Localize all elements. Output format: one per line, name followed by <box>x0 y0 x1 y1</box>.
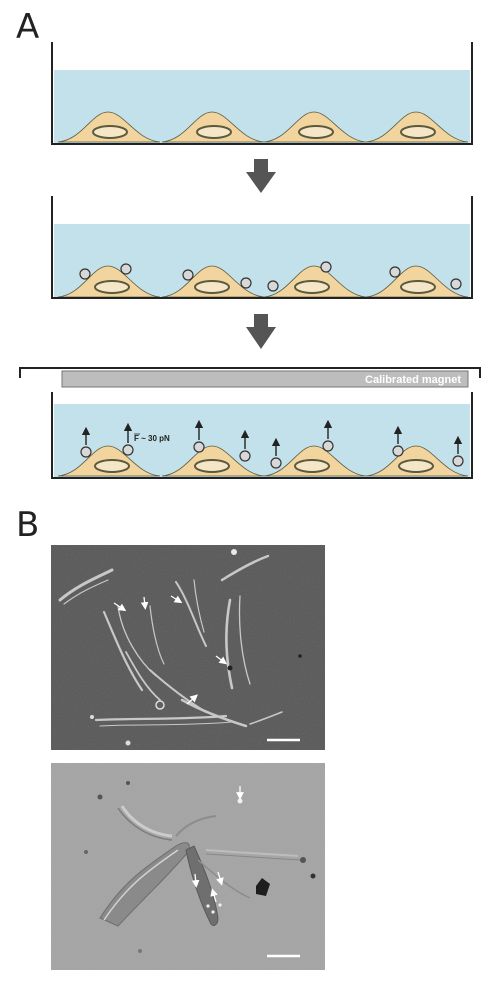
magnetic-bead <box>122 444 134 456</box>
panel-letter-a: A <box>16 7 40 47</box>
force-label: F ~ 30 pN <box>134 434 170 443</box>
beads-row-2 <box>79 261 462 292</box>
magnetic-bead <box>270 457 282 469</box>
debris <box>90 549 302 746</box>
nucleus <box>196 125 232 139</box>
white-arrow-icon <box>113 602 127 612</box>
magnetic-bead <box>452 455 464 467</box>
magnetic-bead <box>389 266 401 278</box>
down-arrow-icon <box>246 159 276 193</box>
nucleus <box>94 280 130 294</box>
bead-arrows <box>191 786 244 903</box>
magnetic-bead <box>322 440 334 452</box>
nucleus <box>92 125 128 139</box>
well-3: Calibrated magnet <box>19 367 481 479</box>
white-arrow-icon <box>170 595 183 604</box>
white-arrow-icon <box>210 888 218 903</box>
micrograph-top <box>51 545 325 750</box>
force-arrows <box>81 419 463 456</box>
magnetic-bead <box>182 269 194 281</box>
nucleus <box>294 459 330 473</box>
cells-row-3 <box>57 445 469 477</box>
nucleus <box>194 280 230 294</box>
cells-row-1 <box>57 111 469 143</box>
nucleus <box>400 280 436 294</box>
magnetic-bead <box>320 261 332 273</box>
micrograph-grain <box>51 763 325 970</box>
well-wall <box>51 392 473 479</box>
white-arrow-icon <box>186 694 198 705</box>
cell-outlines <box>58 554 283 728</box>
magnet-frame <box>19 367 481 378</box>
magnetic-bead <box>193 441 205 453</box>
magnetic-bead <box>120 263 132 275</box>
nucleus <box>294 280 330 294</box>
magnetic-bead <box>392 445 404 457</box>
well-wall <box>51 196 473 299</box>
white-arrow-icon <box>140 596 149 610</box>
magnetic-bead <box>267 280 279 292</box>
panel-letter-b: B <box>16 505 40 545</box>
cells-row-2 <box>57 265 469 298</box>
well-1 <box>51 42 473 145</box>
nucleus <box>400 125 436 139</box>
well-2 <box>51 196 473 299</box>
nucleus <box>298 125 334 139</box>
white-arrow-icon <box>216 871 224 886</box>
magnetic-bead <box>80 446 92 458</box>
nucleus <box>194 459 230 473</box>
white-arrow-icon <box>191 873 200 888</box>
magnetic-bead <box>79 268 91 280</box>
magnet-label: Calibrated magnet <box>365 374 461 386</box>
well-wall <box>51 42 473 145</box>
beads-row-3 <box>80 440 464 469</box>
magnetic-bead <box>240 277 252 289</box>
down-arrow-icon <box>246 314 276 349</box>
micrograph-bottom <box>51 763 325 970</box>
bead-arrows <box>113 595 228 705</box>
calibrated-magnet <box>61 370 469 388</box>
nucleus <box>398 459 434 473</box>
cell-relief <box>99 805 301 927</box>
nucleus <box>94 459 130 473</box>
magnetic-bead <box>450 278 462 290</box>
white-arrow-icon <box>215 655 228 665</box>
micrograph-grain <box>51 545 325 750</box>
magnetic-bead <box>239 450 251 462</box>
